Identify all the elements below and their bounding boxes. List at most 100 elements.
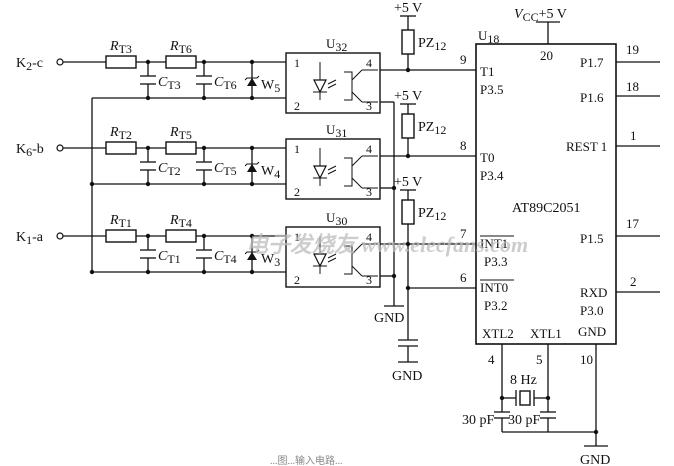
capacitor	[140, 161, 156, 171]
capacitors	[140, 75, 212, 259]
pin-number: 3	[366, 185, 372, 199]
capacitor-label: CT1	[158, 249, 181, 266]
mcu-ref-label: U18	[478, 28, 499, 46]
pin-name: XTL2	[482, 326, 514, 341]
pin-number: 2	[294, 99, 300, 113]
pullup-resistors	[401, 29, 415, 225]
capacitor	[196, 75, 212, 85]
capacitor-label: CT6	[214, 75, 237, 92]
resistor	[165, 229, 197, 243]
pin-name: XTL1	[530, 326, 562, 341]
pin-name: T0	[480, 150, 494, 165]
output-junctions	[391, 67, 411, 291]
zener-diode-icon	[244, 75, 260, 86]
pin-name: REST 1	[566, 139, 607, 154]
resistor	[165, 141, 197, 155]
input-terminal	[56, 58, 64, 66]
resistor	[105, 55, 137, 69]
zener-label: W4	[261, 164, 280, 181]
input-wiring	[63, 61, 290, 273]
pin-number: 8	[460, 138, 467, 153]
supply-label: +5 V	[394, 175, 422, 190]
pin-number: 20	[540, 48, 553, 63]
optocoupler-u31	[285, 138, 381, 200]
pin-name: P3.3	[484, 254, 507, 269]
pin-number: 1	[630, 128, 637, 143]
resistor-label: RT1	[109, 213, 132, 230]
pin-number: 7	[460, 226, 467, 241]
resistor-label: RT4	[169, 213, 192, 230]
pin-number: 19	[626, 42, 639, 57]
input-label: K2-c	[16, 56, 43, 73]
pin-number: 2	[630, 274, 637, 289]
pin-name: P3.2	[484, 298, 507, 313]
resistor-label: RT3	[109, 39, 132, 56]
resistor-label: RT5	[169, 125, 192, 142]
pin-number: 4	[366, 142, 372, 156]
input-terminal	[56, 144, 64, 152]
pullup-label: PZ12	[418, 206, 446, 223]
pin-name: P1.5	[580, 231, 603, 246]
pin-name: GND	[578, 324, 606, 339]
gnd-label: GND	[374, 311, 404, 326]
mcu-right-pins: 19 P1.7 18 P1.6 1 REST 1 17 P1.5 2 RXD P…	[566, 42, 660, 339]
capacitor-label: CT5	[214, 161, 237, 178]
optocoupler-u30	[285, 226, 381, 288]
pin-number: 10	[580, 352, 593, 367]
optocoupler-u32	[285, 52, 381, 114]
opto-ref-label: U30	[326, 210, 347, 228]
mcu-bottom-pins: XTL2 XTL1 4 5 10	[482, 326, 597, 446]
mcu-part-label: AT89C2051	[512, 201, 580, 216]
mcu-chip	[475, 43, 617, 345]
pin-number: 1	[294, 230, 300, 244]
capacitor-label: 30 pF	[508, 413, 541, 428]
resistor	[401, 29, 415, 55]
pin-number: 4	[488, 352, 495, 367]
pin-number: 3	[366, 99, 372, 113]
pin-number: 2	[294, 273, 300, 287]
resistor-labels: RT3 RT6 RT2 RT5 RT1 RT4	[109, 39, 192, 230]
pin-number: 5	[536, 352, 543, 367]
gnd-label: GND	[392, 369, 422, 384]
capacitor	[196, 161, 212, 171]
zener-diodes	[244, 75, 260, 260]
output-wiring	[380, 15, 476, 363]
resistor	[165, 55, 197, 69]
input-terminal	[56, 232, 64, 240]
capacitor-labels: CT3 CT6 CT2 CT5 CT1 CT4	[158, 75, 237, 266]
resistor	[105, 141, 137, 155]
pin-number: 1	[294, 142, 300, 156]
pin-number: 17	[626, 216, 640, 231]
zener-diode-icon	[244, 249, 260, 260]
pin-name: P1.6	[580, 90, 604, 105]
resistor-label: RT6	[169, 39, 192, 56]
pin-number: 4	[366, 56, 372, 70]
zener-label: W5	[261, 78, 280, 95]
junction-dots	[89, 59, 255, 275]
capacitor-label: CT4	[214, 249, 237, 266]
resistor	[401, 113, 415, 139]
pullup-label: PZ12	[418, 120, 446, 137]
capacitor-label: 30 pF	[462, 413, 495, 428]
resistor	[401, 199, 415, 225]
mcu-left-pins: 9 T1 P3.5 8 T0 P3.4 7 INT1 P3.3 6 INT0 P…	[460, 52, 514, 313]
input-terminals	[56, 58, 64, 240]
opto-pin-numbers: 1 2 4 3 1 2 4 3 1 2 4 3	[294, 56, 372, 287]
pullup-label: PZ12	[418, 36, 446, 53]
pin-name: INT1	[480, 236, 508, 251]
input-label: K6-b	[16, 142, 44, 159]
pin-number: 2	[294, 185, 300, 199]
pin-name: RXD	[580, 285, 607, 300]
pin-number: 4	[366, 230, 372, 244]
crystal-icon	[519, 390, 531, 406]
crystal-label: 8 Hz	[510, 373, 537, 388]
pin-number: 1	[294, 56, 300, 70]
mcu-vcc-label: VCC+5 V	[514, 7, 567, 24]
zener-label: W3	[261, 252, 280, 269]
resistor-label: RT2	[109, 125, 132, 142]
supply-label: +5 V	[394, 1, 422, 16]
pin-name: T1	[480, 64, 494, 79]
resistors	[105, 55, 197, 243]
opto-ref-label: U32	[326, 36, 347, 54]
